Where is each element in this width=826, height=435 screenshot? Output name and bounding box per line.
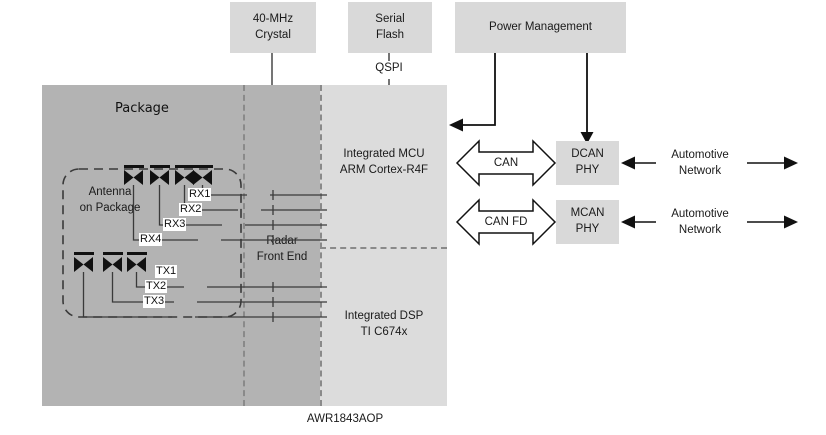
mcan-phy-line1: MCAN: [570, 207, 605, 220]
auto-net-2-line2: Network: [678, 223, 722, 236]
power-to-mcu-line: [463, 53, 496, 126]
tx-pin-label-3: TX3: [143, 295, 166, 308]
radar-front-end-line1: Radar: [266, 235, 298, 247]
tx-antenna-2-bar: [103, 252, 123, 255]
rx-pin-label-4: RX4: [139, 233, 163, 246]
crystal-label-line1: 40-MHz: [252, 12, 294, 25]
rx-pin-label-2: RX2: [179, 203, 203, 216]
rx-antenna-2-left-tri: [150, 170, 160, 185]
dcan-phy-line2: PHY: [575, 164, 600, 176]
tx-pin-label-1: TX1: [155, 265, 178, 278]
rx3-wire: [158, 185, 222, 226]
tx-antenna-2-right-tri: [112, 257, 122, 272]
rx-antenna-1-bar: [124, 165, 144, 168]
can-bus-arrow-shape: [455, 139, 557, 187]
front-end-divider: [320, 85, 322, 406]
tx-antenna-1-right-tri: [83, 257, 93, 272]
auto-net-1-line2: Network: [678, 164, 722, 177]
crystal-label-line2: Crystal: [255, 28, 291, 41]
rx-antenna-2-right-tri: [159, 170, 169, 185]
rx-antenna-3-right-tri: [184, 170, 194, 185]
automotive-network-arrow-2: [621, 215, 798, 229]
antenna-wiring-layer: [74, 165, 327, 322]
rx-antenna-1-right-tri: [133, 170, 143, 185]
can-fd-bus-arrow-shape: [455, 198, 557, 246]
auto-net-2-right-arrowhead: [784, 215, 798, 229]
package-light-region: [320, 85, 447, 406]
antenna-on-package-label: Antenna on Package: [70, 185, 150, 216]
serial-flash-label-line2: Flash: [375, 28, 405, 41]
diagram-caption: AWR1843AOP: [306, 413, 384, 425]
dcan-phy-block: DCAN PHY: [556, 141, 619, 185]
auto-net-2-line1: Automotive: [671, 208, 729, 220]
package-title: Package: [115, 101, 169, 116]
dsp-label-line1: Integrated DSP: [344, 310, 424, 322]
tx3-wire: [82, 272, 172, 318]
package-inner-divider: [243, 85, 245, 406]
power-management-label: Power Management: [489, 20, 592, 33]
qspi-label: QSPI: [366, 61, 412, 77]
mcu-label: Integrated MCU ARM Cortex-R4F: [322, 147, 446, 178]
rx-antenna-3-left-tri: [175, 170, 185, 185]
tx-antenna-2-left-tri: [103, 257, 113, 272]
tx-antenna-3-right-tri: [136, 257, 146, 272]
antenna-enclosure-outline: [62, 168, 242, 318]
mcu-label-line1: Integrated MCU: [343, 148, 425, 160]
tx-antenna-3-bar: [127, 252, 147, 255]
radar-front-end-line2: Front End: [256, 250, 308, 263]
rx-antenna-4-bar: [193, 165, 213, 168]
radar-front-end-label: Radar Front End: [245, 234, 319, 265]
antenna-label-line2: on Package: [79, 201, 141, 214]
power-to-dcan-arrowhead: [580, 132, 594, 144]
can-fd-bus-label: CAN FD: [484, 216, 528, 228]
mcu-label-line2: ARM Cortex-R4F: [339, 163, 429, 176]
rx-antenna-4-right-tri: [202, 170, 212, 185]
serial-flash-block: Serial Flash: [348, 2, 432, 53]
can-bus-label: CAN: [493, 157, 519, 169]
automotive-network-label-1: Automotive Network: [655, 148, 745, 179]
auto-net-2-left-arrowhead: [621, 215, 635, 229]
rx-antenna-3-bar: [175, 165, 195, 168]
automotive-network-label-2: Automotive Network: [655, 207, 745, 238]
rx-antenna-4-left-tri: [193, 170, 203, 185]
automotive-network-arrow-1: [621, 156, 798, 170]
tx-antenna-1-left-tri: [74, 257, 84, 272]
dsp-label-line2: TI C674x: [360, 325, 408, 338]
dcan-phy-line1: DCAN: [571, 148, 604, 161]
tx-antenna-3-left-tri: [127, 257, 137, 272]
antenna-on-package-enclosure: [62, 168, 242, 318]
tx-pin-label-2: TX2: [145, 280, 168, 293]
mcan-phy-block: MCAN PHY: [556, 200, 619, 244]
power-to-mcu-arrowhead: [449, 118, 463, 132]
power-management-block: Power Management: [455, 2, 626, 53]
rx-antenna-1-left-tri: [124, 170, 134, 185]
tx-antenna-1-bar: [74, 252, 94, 255]
mcan-phy-line2: PHY: [575, 223, 600, 235]
rx-antenna-2-bar: [150, 165, 170, 168]
mcu-dsp-divider: [320, 247, 447, 249]
antenna-label-line1: Antenna: [88, 186, 132, 198]
rx4-wire: [132, 185, 198, 241]
rx-pin-label-3: RX3: [163, 218, 187, 231]
package-dark-region: [42, 85, 320, 406]
dsp-label: Integrated DSP TI C674x: [322, 309, 446, 340]
crystal-block: 40-MHz Crystal: [230, 2, 316, 53]
can-bus-arrow: [455, 139, 557, 187]
rx-pin-label-1: RX1: [188, 188, 212, 201]
auto-net-1-right-arrowhead: [784, 156, 798, 170]
tx1-wire: [135, 272, 184, 288]
serial-flash-label-line1: Serial: [375, 12, 405, 25]
auto-net-1-line1: Automotive: [671, 149, 729, 161]
can-fd-bus-arrow: [455, 198, 557, 246]
auto-net-1-left-arrowhead: [621, 156, 635, 170]
